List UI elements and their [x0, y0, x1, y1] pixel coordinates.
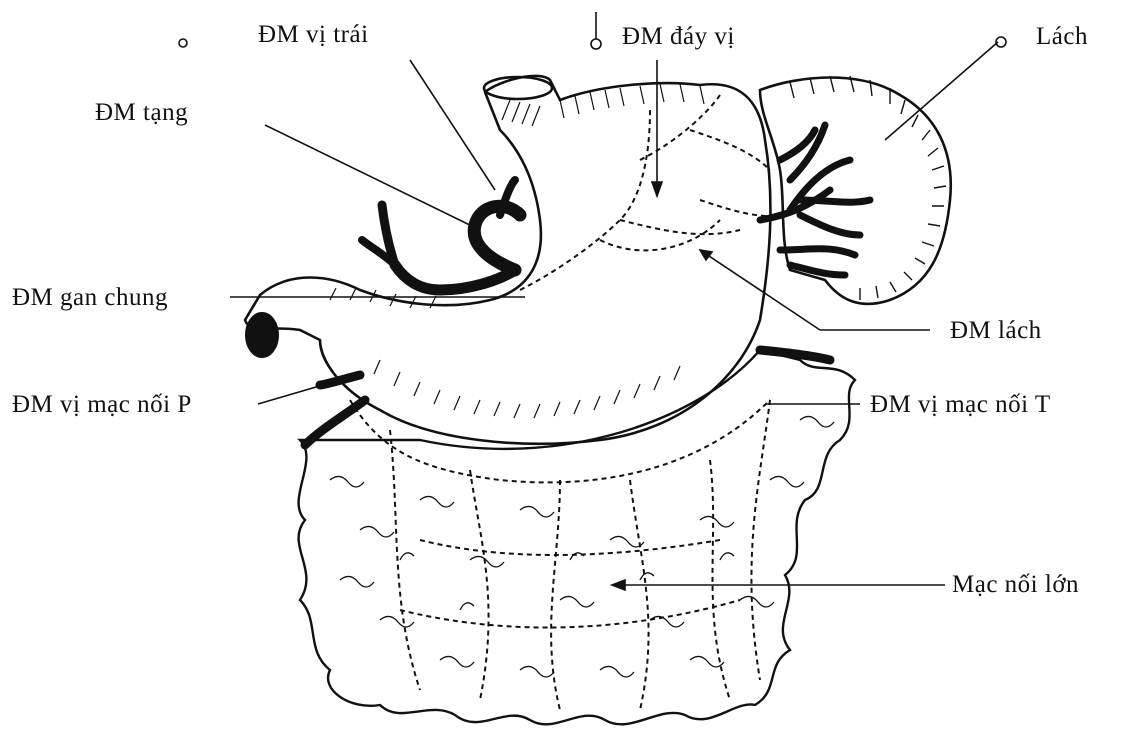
leader-lach — [885, 42, 998, 140]
marker-circle-middle — [591, 39, 601, 49]
arrowhead-day-vi — [652, 182, 662, 196]
duodenum-opening — [246, 313, 278, 357]
spleen — [760, 78, 951, 304]
label-dm-tang: ĐM tạng — [95, 100, 188, 125]
label-dm-vi-trai: ĐM vị trái — [258, 22, 369, 47]
label-leaders — [230, 42, 998, 590]
label-dm-vi-mac-noi-t: ĐM vị mạc nối T — [870, 392, 1051, 417]
leader-tang — [265, 125, 480, 230]
label-dm-gan-chung: ĐM gan chung — [12, 285, 168, 310]
label-dm-lach: ĐM lách — [950, 318, 1042, 343]
arrowhead-mac-noi-lon — [612, 580, 625, 590]
label-mac-noi-lon: Mạc nối lớn — [952, 572, 1079, 597]
arrowhead-dm-lach — [700, 250, 712, 260]
splenic-branches — [760, 125, 870, 275]
label-dm-vi-mac-noi-p: ĐM vị mạc nối P — [12, 392, 192, 417]
leader-vi-mac-noi-p — [258, 380, 340, 404]
celiac-vessels — [305, 180, 830, 445]
spleen-hatching — [790, 76, 946, 300]
label-dm-day-vi: ĐM đáy vị — [622, 24, 735, 49]
marker-circle-left — [179, 39, 187, 47]
label-lach: Lách — [1036, 24, 1088, 49]
esophagus-opening — [484, 77, 552, 99]
leader-vi-trai — [410, 60, 495, 190]
